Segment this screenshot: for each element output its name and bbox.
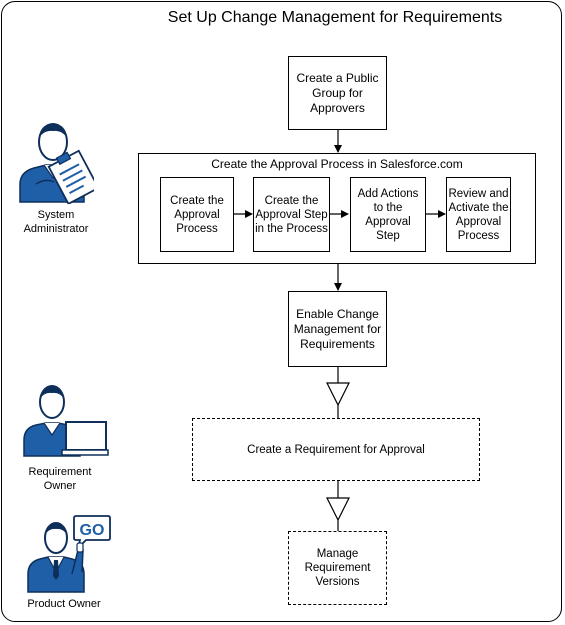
substep-create-approval-process: Create the Approval Process [160, 177, 234, 252]
product-owner-icon: GO [27, 515, 111, 593]
step-enable-change-management: Enable Change Management for Requirement… [288, 291, 387, 367]
diagram-title: Set Up Change Management for Requirement… [167, 9, 503, 26]
approval-process-container: Create the Approval Process in Salesforc… [138, 153, 536, 264]
substep-create-approval-step: Create the Approval Step in the Process [253, 177, 330, 252]
substep-add-actions: Add Actions to the Approval Step [350, 177, 426, 252]
go-badge-text: GO [80, 522, 105, 539]
step-create-requirement: Create a Requirement for Approval [192, 418, 480, 481]
role-product-owner: Product Owner [27, 598, 101, 610]
substep-review-activate: Review and Activate the Approval Process [446, 177, 511, 252]
role-requirement-owner: Requirement Owner [28, 466, 92, 492]
role-system-administrator: System Administrator [23, 209, 89, 235]
approval-process-title: Create the Approval Process in Salesforc… [211, 157, 463, 171]
step-manage-versions: Manage Requirement Versions [288, 531, 387, 605]
step-create-public-group: Create a Public Group for Approvers [288, 56, 387, 130]
system-admin-icon [19, 123, 94, 204]
requirement-owner-icon [23, 385, 109, 457]
